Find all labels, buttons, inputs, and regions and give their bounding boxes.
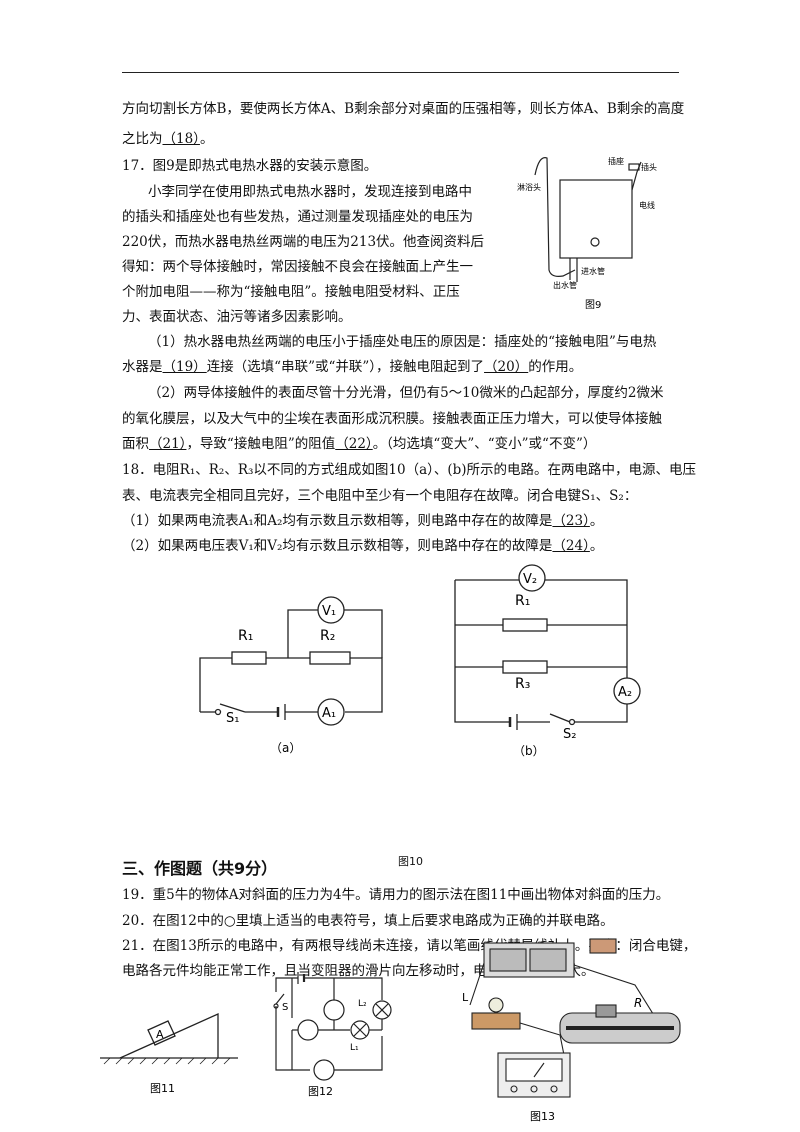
fig13-caption: 图13 — [530, 1110, 555, 1123]
label-block: A — [156, 1028, 164, 1041]
label-a1: A₁ — [322, 706, 336, 721]
wire — [469, 962, 485, 1006]
figure-13: L R 图13 — [462, 938, 681, 1123]
text-line: 之比为（18）。 — [122, 131, 214, 147]
figure-11: A 图11 — [100, 1012, 238, 1095]
resistor-r1 — [502, 618, 548, 632]
switch-key — [589, 938, 617, 954]
q18-line: 18．电阻R₁、R₂、R₃以不同的方式组成如图10（a）、(b)所示的电路。在两… — [122, 462, 697, 478]
heater-body — [559, 179, 633, 259]
label-plug: 插头 — [641, 162, 657, 172]
text-line: 力、表面状态、油污等诸多因素影响。 — [122, 309, 352, 325]
answer-blank-23: （23） — [552, 513, 590, 529]
label-l1: L₁ — [350, 1043, 359, 1053]
fig10-caption: 图10 — [398, 855, 423, 868]
resistor-r1 — [231, 651, 267, 665]
label-r2: R₂ — [320, 628, 335, 644]
q17-title: 17．图9是即热式电热水器的安装示意图。 — [122, 158, 378, 174]
switch-s — [275, 993, 285, 1005]
shower-pipe — [534, 157, 576, 277]
label-socket: 插座 — [608, 156, 624, 166]
fig11-caption: 图11 — [150, 1082, 175, 1095]
voltmeter-v2 — [518, 564, 546, 592]
resistor-r3 — [502, 660, 548, 674]
text-line: 个附加电阻——称为“接触电阻”。接触电阻受材料、正压 — [122, 284, 460, 300]
text-line: 方向切割长方体B，要使两长方体A、B剩余部分对桌面的压强相等，则长方体A、B剩余… — [122, 101, 685, 117]
text-line: 得知：两个导体接触时，常因接触不良会在接触面上产生一 — [122, 259, 473, 275]
label-v2: V₂ — [523, 572, 537, 587]
incline — [119, 1012, 219, 1059]
label-shower: 淋浴头 — [517, 182, 541, 192]
meter-circle-bottom — [313, 1059, 335, 1081]
text-line: 小李同学在使用即热式电热水器时，发现连接到电路中 — [148, 184, 472, 200]
label-r1: R₁ — [238, 628, 253, 644]
meter-circle-middle — [297, 1019, 319, 1041]
header-rule — [122, 72, 679, 73]
lamp-base — [471, 1012, 521, 1030]
section-title: 三、作图题（共9分） — [122, 859, 278, 878]
label-outlet: 出水管 — [553, 280, 577, 290]
figure-12: S L₁ L₂ 图12 — [273, 972, 392, 1098]
label-inlet: 进水管 — [581, 266, 605, 276]
text-line: （1）热水器电热丝两端的电压小于插座处电压的原因是：插座处的“接触电阻”与电热 — [148, 334, 657, 350]
answer-blank-24: （24） — [552, 538, 590, 554]
text-line: 的氧化膜层，以及大气中的尘埃在表面形成沉积膜。接触表面正压力增大，可以使导体接触 — [122, 411, 662, 427]
label-l: L — [462, 991, 469, 1004]
answer-blank-22: （22） — [335, 436, 373, 452]
answer-blank-20: （20） — [484, 359, 529, 375]
text-line: 的插头和插座处也有些发热，通过测量发现插座处的电压为 — [122, 209, 473, 225]
figure-9: 插座 插头 电线 淋浴头 进水管 出水管 图9 — [517, 156, 657, 311]
q21-text: 电路各元件均能正常工作，且当变阻器的滑片向左移动时，电压表的示数变大。 — [122, 963, 595, 979]
q20-text: 20．在图12中的○里填上适当的电表符号，填上后要求电路成为正确的并联电路。 — [122, 913, 614, 929]
power-cord — [631, 161, 642, 191]
label-s1: S₁ — [226, 711, 239, 726]
figure-10a: R₁ R₂ V₁ A₁ S₁ （a） — [199, 596, 383, 755]
fig10b-caption: （b） — [513, 744, 545, 758]
label-s2: S₂ — [563, 727, 576, 742]
answer-blank-19: （19） — [162, 359, 207, 375]
label-r: R — [634, 996, 642, 1010]
block-a — [147, 1020, 176, 1046]
text-line: （2）两导体接触件的表面尽管十分光滑，但仍有5～10微米的凸起部分，厚度约2微米 — [148, 385, 664, 401]
label-wire: 电线 — [639, 200, 655, 210]
slider — [595, 1004, 617, 1018]
label-r3: R₃ — [515, 676, 530, 692]
label-l2: L₂ — [358, 999, 367, 1009]
text-line: 水器是（19）连接（选填“串联”或“并联”），接触电阻起到了（20）的作用。 — [122, 359, 583, 375]
q19-text: 19．重5牛的物体A对斜面的压力为4牛。请用力的图示法在图11中画出物体对斜面的… — [122, 887, 670, 903]
fig10a-caption: （a） — [270, 741, 301, 755]
bulb — [488, 997, 504, 1013]
label-v1: V₁ — [322, 604, 336, 619]
label-s: S — [282, 1002, 288, 1013]
switch-s2 — [549, 713, 571, 723]
answer-blank-18: （18） — [162, 131, 200, 147]
label-a2: A₂ — [618, 685, 632, 700]
text-line: 面积（21），导致“接触电阻”的阻值（22）。（均选填“变大”、“变小”或“不变… — [122, 436, 597, 452]
q18-line: （2）如果两电压表V₁和V₂均有示数且示数相等，则电路中存在的故障是（24）。 — [122, 538, 604, 554]
fig12-caption: 图12 — [308, 1085, 333, 1098]
answer-blank-21: （21） — [149, 436, 187, 452]
figure-10b: V₂ R₁ R₃ A₂ S₂ （b） — [454, 564, 641, 758]
text-line: 220伏，而热水器电热丝两端的电压为213伏。他查阅资料后 — [122, 234, 485, 250]
switch-s1 — [219, 703, 246, 713]
q18-line: （1）如果两电流表A₁和A₂均有示数且示数相等，则电路中存在的故障是（23）。 — [122, 513, 604, 529]
label-r1: R₁ — [515, 593, 530, 609]
heater-knob — [590, 237, 600, 247]
meter-circle-top — [323, 999, 345, 1021]
resistor-r2 — [309, 651, 351, 665]
fig9-caption: 图9 — [585, 299, 601, 311]
q18-line: 表、电流表完全相同且完好，三个电阻中至少有一个电阻存在故障。闭合电键S₁、S₂： — [122, 488, 638, 504]
